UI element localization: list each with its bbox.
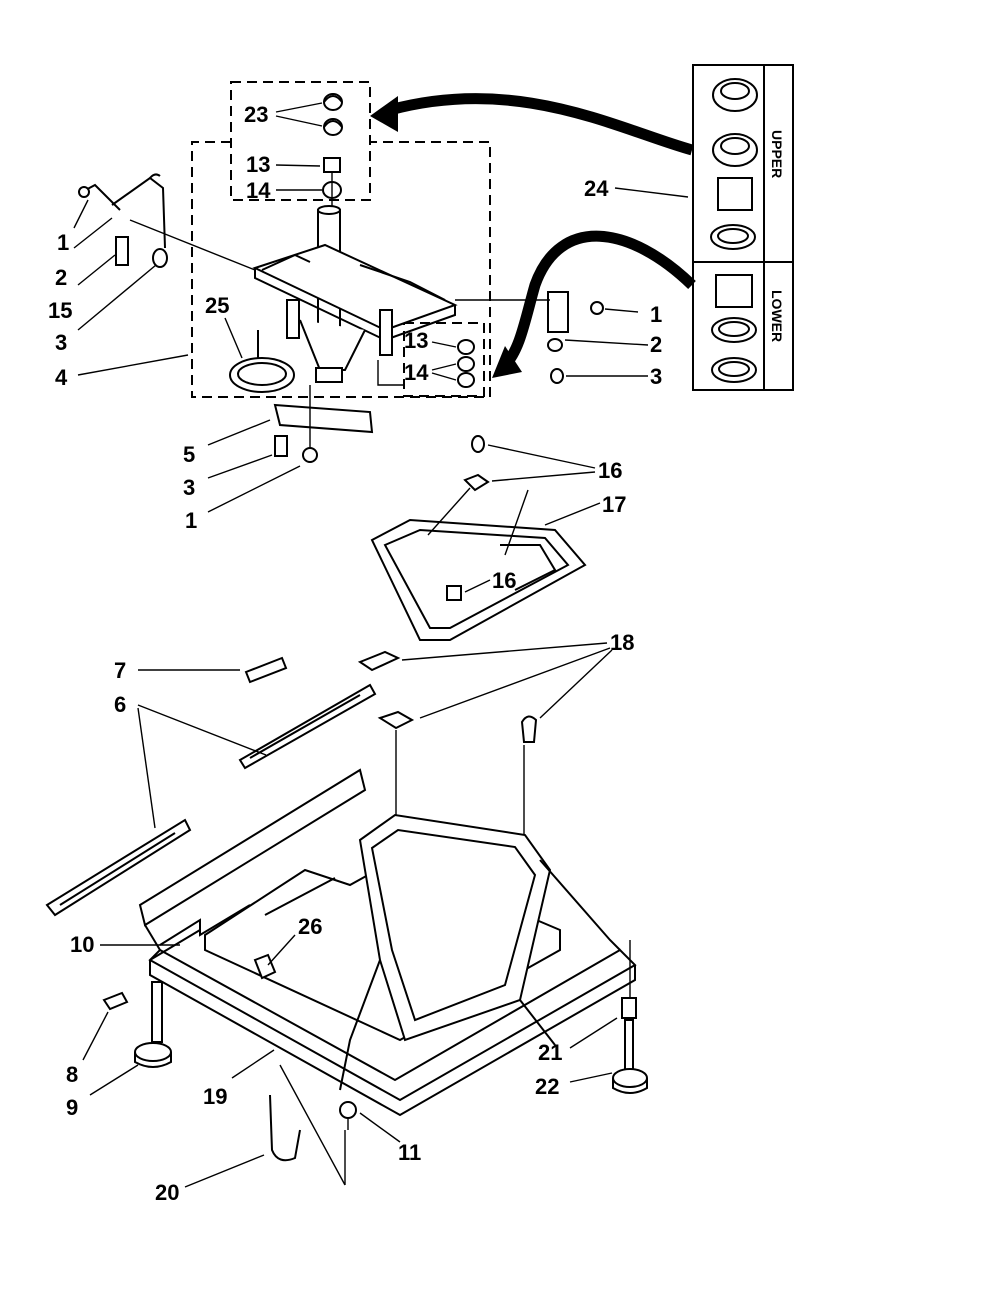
right-leveling-foot (612, 940, 648, 1094)
small-clip-parts (244, 650, 538, 835)
callout-6: 6 (114, 692, 126, 717)
right-mounting-hardware (377, 291, 604, 386)
callout-22: 22 (535, 1074, 559, 1099)
bearing-kit-panel (692, 64, 794, 391)
callout-1-bottom: 1 (185, 508, 197, 533)
callout-16-top: 16 (598, 458, 622, 483)
callout-18: 18 (610, 630, 634, 655)
lower-seal-parts (457, 339, 475, 388)
left-mounting-hardware (78, 173, 256, 271)
hose-hook (269, 1064, 346, 1186)
callout-2-left: 2 (55, 265, 67, 290)
callout-5: 5 (183, 442, 195, 467)
callout-4: 4 (55, 365, 68, 390)
callout-9: 9 (66, 1095, 78, 1120)
callout-13-top: 13 (246, 152, 270, 177)
callout-14-lower: 14 (404, 360, 429, 385)
tub-support-bracket (370, 435, 587, 641)
lower-kit-arrow (492, 230, 696, 378)
callout-17: 17 (602, 492, 626, 517)
callout-8: 8 (66, 1062, 78, 1087)
transmission-shaft (252, 205, 458, 383)
upper-rail (238, 683, 377, 770)
upper-kit-arrow (370, 93, 694, 156)
callout-3-bottom: 3 (183, 475, 195, 500)
callout-1-left: 1 (57, 230, 69, 255)
callout-3-left: 3 (55, 330, 67, 355)
callout-1-right: 1 (650, 302, 662, 327)
left-leveling-foot (102, 981, 172, 1068)
callout-25: 25 (205, 293, 229, 318)
callout-2-right: 2 (650, 332, 662, 357)
callout-20: 20 (155, 1180, 179, 1205)
shaft-bracket-parts (273, 385, 374, 463)
callout-7: 7 (114, 658, 126, 683)
callout-19: 19 (203, 1084, 227, 1109)
callout-13-lower: 13 (404, 328, 428, 353)
callout-14-top: 14 (246, 178, 271, 203)
callout-24: 24 (584, 176, 609, 201)
upper-seal-parts (322, 93, 343, 210)
callout-26: 26 (298, 914, 322, 939)
center-bolt (339, 1101, 357, 1130)
lower-side-label: LOWER (769, 290, 785, 342)
callout-10: 10 (70, 932, 94, 957)
callout-15: 15 (48, 298, 72, 323)
callout-16-mid: 16 (492, 568, 516, 593)
callout-21: 21 (538, 1040, 562, 1065)
callout-3-right: 3 (650, 364, 662, 389)
callout-11: 11 (398, 1140, 421, 1165)
lower-rail (45, 818, 192, 917)
leader-lines (73, 102, 689, 1188)
transmission-assembly-box (191, 141, 491, 398)
callout-23: 23 (244, 102, 268, 127)
upper-side-label: UPPER (769, 130, 785, 178)
seal-ring (229, 330, 295, 393)
base-frame (138, 768, 637, 1117)
